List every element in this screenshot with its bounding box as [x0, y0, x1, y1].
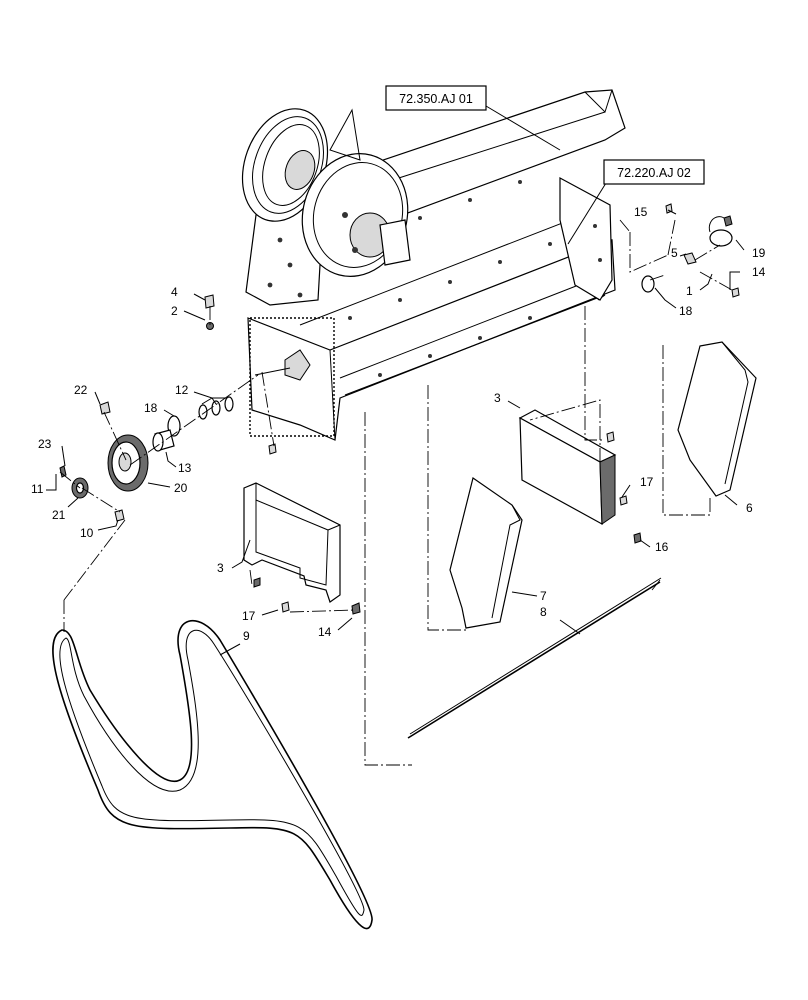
- construction-lines: [59, 219, 733, 766]
- callout-8: 8: [540, 605, 547, 619]
- upper-pulley-assembly: [241, 108, 411, 277]
- callout-17b: 17: [640, 475, 654, 489]
- reference-label-72-220: 72.220.AJ 02: [617, 166, 691, 180]
- callout-15: 15: [634, 205, 648, 219]
- leader-lines: [46, 105, 745, 656]
- callout-20: 20: [174, 481, 188, 495]
- shield-6: [677, 341, 757, 497]
- left-drive-parts: [59, 294, 277, 522]
- callout-14b: 14: [752, 265, 766, 279]
- callout-9: 9: [243, 629, 250, 643]
- callout-3a: 3: [217, 561, 224, 575]
- callout-12: 12: [175, 383, 189, 397]
- callout-3b: 3: [494, 391, 501, 405]
- belt-9: [52, 619, 373, 930]
- rod-8: [407, 577, 662, 739]
- callout-19: 19: [752, 246, 766, 260]
- callout-18a: 18: [144, 401, 158, 415]
- bracket-3-left: [243, 482, 361, 615]
- callout-7: 7: [540, 589, 547, 603]
- callout-4: 4: [171, 285, 178, 299]
- callout-18b: 18: [679, 304, 693, 318]
- callout-13: 13: [178, 461, 192, 475]
- callout-17a: 17: [242, 609, 256, 623]
- callout-23: 23: [38, 437, 52, 451]
- callout-6: 6: [746, 501, 753, 515]
- callout-22: 22: [74, 383, 88, 397]
- cover-box-3: [518, 409, 642, 544]
- reference-link-72-350-aj-01[interactable]: 72.350.AJ 01: [385, 85, 487, 111]
- callout-2: 2: [171, 304, 178, 318]
- callout-labels: 4 2 12 22 18 23 13 11 20 21 10 3 17 14 9…: [31, 205, 766, 643]
- callout-5: 5: [671, 246, 678, 260]
- reference-link-72-220-aj-02[interactable]: 72.220.AJ 02: [603, 159, 705, 185]
- callout-10: 10: [80, 526, 94, 540]
- callout-11: 11: [31, 482, 44, 496]
- callout-14a: 14: [318, 625, 332, 639]
- frame-bolt-dots: [267, 180, 602, 377]
- callout-1: 1: [686, 284, 693, 298]
- reference-label-72-350: 72.350.AJ 01: [399, 92, 473, 106]
- callout-21: 21: [52, 508, 66, 522]
- callout-16: 16: [655, 540, 669, 554]
- shield-7: [449, 477, 523, 629]
